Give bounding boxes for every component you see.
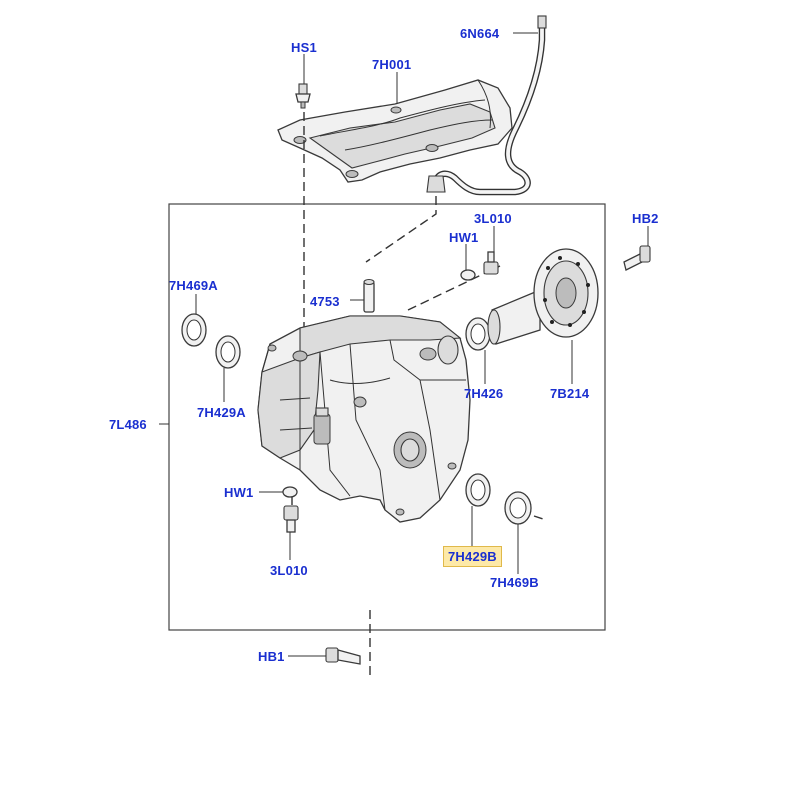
leader-lines: [159, 32, 649, 657]
callout-7h469b[interactable]: 7H469B: [490, 575, 539, 590]
callout-7h429a[interactable]: 7H429A: [197, 405, 246, 420]
callout-7h001[interactable]: 7H001: [372, 57, 412, 72]
seal-7h426-part[interactable]: [465, 317, 491, 351]
seal-7h429b-part[interactable]: [465, 473, 491, 507]
callout-3l010-bottom[interactable]: 3L010: [270, 563, 308, 578]
callout-7h469a[interactable]: 7H469A: [169, 278, 218, 293]
callout-7h429b-highlighted[interactable]: 7H429B: [443, 546, 502, 567]
callout-7b214[interactable]: 7B214: [550, 386, 590, 401]
heat-shield-part[interactable]: [277, 79, 513, 183]
callout-7l486[interactable]: 7L486: [109, 417, 147, 432]
callout-hs1[interactable]: HS1: [291, 40, 317, 55]
callout-hb2[interactable]: HB2: [632, 211, 659, 226]
bolt-hs1-part[interactable]: [295, 83, 311, 109]
bolt-hb1-part[interactable]: [325, 647, 361, 665]
bolt-hb2-part[interactable]: [623, 245, 651, 271]
seal-7h429a-part[interactable]: [215, 335, 241, 369]
assembly-boundary-box: [168, 203, 606, 631]
callout-4753[interactable]: 4753: [310, 294, 340, 309]
seal-7h469a-part[interactable]: [181, 313, 207, 347]
seal-7h469b-part[interactable]: [504, 491, 532, 525]
transfer-case-housing-part[interactable]: [257, 315, 471, 523]
callout-hw1-top[interactable]: HW1: [449, 230, 479, 245]
callout-7h426[interactable]: 7H426: [464, 386, 504, 401]
breather-tube-part[interactable]: [426, 15, 547, 196]
callout-hw1-bottom[interactable]: HW1: [224, 485, 254, 500]
plug-3l010-bottom-part[interactable]: [283, 505, 299, 533]
plug-3l010-top-part[interactable]: [483, 251, 499, 275]
callout-6n664[interactable]: 6N664: [460, 26, 500, 41]
callout-hb1[interactable]: HB1: [258, 649, 285, 664]
washer-hw1-top-part[interactable]: [460, 269, 476, 281]
dowel-pin-4753-part[interactable]: [363, 278, 375, 313]
washer-hw1-bottom-part[interactable]: [282, 486, 298, 498]
callout-3l010-top[interactable]: 3L010: [474, 211, 512, 226]
output-flange-7b214-part[interactable]: [487, 248, 599, 345]
